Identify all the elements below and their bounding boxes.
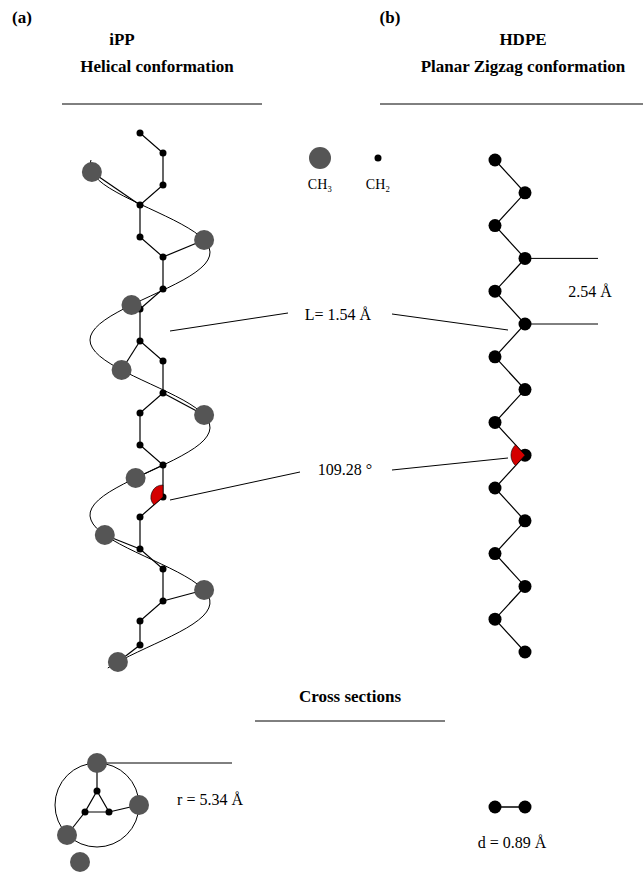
methylene-dot	[489, 154, 502, 167]
ipp-helix	[82, 130, 214, 673]
methyl-ball	[112, 360, 132, 380]
methylene-dot	[489, 219, 502, 232]
methyl-ball	[82, 162, 102, 182]
methylene-sample	[375, 155, 382, 162]
methylene-dot	[160, 390, 167, 397]
methylene-dot	[519, 186, 532, 199]
panel-letter: (b)	[380, 9, 401, 28]
legend-text: CH₃	[308, 177, 332, 192]
leader-line	[392, 314, 508, 330]
methylene-dot	[137, 130, 144, 137]
bond-angle-wedge	[511, 445, 525, 466]
methylene-dot	[94, 788, 101, 795]
legend-text: CH₂	[366, 177, 390, 192]
heading-rule	[62, 104, 262, 105]
methylene-dot	[137, 442, 144, 449]
ipp-cross-section	[55, 753, 232, 872]
methylene-dot	[489, 482, 502, 495]
methyl-ball	[194, 580, 214, 600]
methylene-dot	[489, 416, 502, 429]
methylene-dot	[489, 285, 502, 298]
section-title: Cross sections	[299, 688, 401, 707]
methylene-dot	[106, 809, 113, 816]
panel-letter: (a)	[12, 9, 32, 28]
methyl-ball	[70, 852, 90, 872]
methyl-sample	[309, 147, 331, 169]
zigzag-backbone	[495, 160, 525, 652]
hdpe-zigzag	[489, 154, 532, 659]
methylene-dot	[519, 514, 532, 527]
dimension-line	[531, 258, 598, 259]
methylene-dot	[137, 338, 144, 345]
helix-circle	[55, 763, 139, 847]
methyl-ball	[108, 652, 128, 672]
radius-line	[97, 763, 232, 764]
methyl-ball	[95, 525, 115, 545]
methylene-dot	[489, 613, 502, 626]
methylene-dot	[519, 318, 532, 331]
heading-rule	[380, 104, 643, 105]
panel-title: iPP	[109, 31, 135, 50]
helix-curve	[90, 160, 210, 668]
methylene-dot	[489, 801, 502, 814]
methylene-dot	[137, 410, 144, 417]
bond-angle-label: 109.28 °	[318, 461, 372, 479]
methylene-dot	[137, 618, 144, 625]
methylene-dot	[160, 182, 167, 189]
backbone	[140, 133, 163, 645]
methyl-ball	[129, 795, 149, 815]
methyl-ball	[57, 825, 77, 845]
heading-rules	[62, 104, 643, 721]
methyl-ball	[126, 468, 146, 488]
methylene-dot	[160, 286, 167, 293]
methyl-ball	[194, 405, 214, 425]
distance-label: d = 0.89 Å	[478, 834, 547, 852]
radius-label: r = 5.34 Å	[177, 791, 243, 809]
methylene-dot	[137, 234, 144, 241]
methylene-dot	[137, 514, 144, 521]
methyl-ball	[194, 230, 214, 250]
leader-line	[170, 313, 288, 331]
methylene-dot	[160, 566, 167, 573]
methylene-dot	[519, 383, 532, 396]
methylene-dot	[519, 580, 532, 593]
methylene-dot	[160, 254, 167, 261]
methyl-ball	[87, 753, 107, 773]
methylene-dot	[137, 546, 144, 553]
methylene-dot	[160, 462, 167, 469]
methylene-dot	[519, 252, 532, 265]
methylene-dot	[82, 809, 89, 816]
bond-length-label: L= 1.54 Å	[305, 306, 371, 324]
methylene-dot	[489, 350, 502, 363]
panel-title: HDPE	[499, 31, 546, 50]
hdpe-cross-section	[489, 801, 532, 814]
leader-line	[392, 458, 508, 470]
methylene-dot	[489, 547, 502, 560]
methylene-dot	[137, 642, 144, 649]
panel-subtitle: Helical conformation	[80, 58, 233, 77]
leader-line	[170, 472, 300, 500]
heading-rule	[255, 721, 445, 722]
methylene-dot	[160, 358, 167, 365]
methylene-dot	[160, 598, 167, 605]
methylene-dot	[160, 150, 167, 157]
dimension-label: 2.54 Å	[568, 283, 612, 301]
dimension-line	[531, 324, 598, 325]
panel-subtitle: Planar Zigzag conformation	[421, 58, 626, 77]
methylene-dot	[519, 646, 532, 659]
methylene-dot	[137, 202, 144, 209]
leader-lines	[170, 258, 598, 500]
methylene-dot	[519, 801, 532, 814]
bond-angle-wedge	[151, 485, 163, 505]
methyl-ball	[122, 295, 142, 315]
